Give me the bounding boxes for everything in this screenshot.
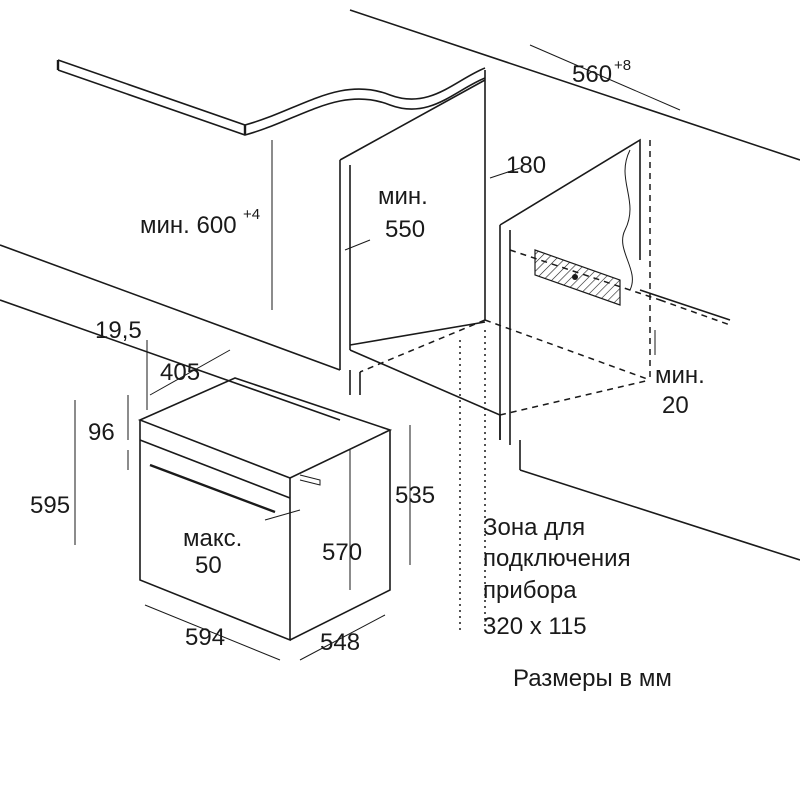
connection-zone [534, 249, 621, 306]
oven-width-label: 594 [185, 624, 225, 651]
zone-line-1: Зона для [483, 514, 585, 541]
oven-depth-label: 548 [320, 629, 360, 656]
oven [137, 377, 393, 642]
side-min-prefix: мин. [655, 362, 705, 389]
front-depth-label: 405 [160, 359, 200, 386]
max-gap-prefix: макс. [183, 525, 242, 552]
min-depth-prefix: мин. [378, 183, 428, 210]
niche-width-tolerance: +8 [614, 57, 631, 74]
zone-line-3: прибора [483, 577, 577, 604]
countertop [56, 59, 486, 136]
zone-line-4: 320 x 115 [483, 613, 587, 640]
labels: 560 +8 180 мин. 600 +4 мин. 550 19,5 405… [30, 57, 705, 692]
vent-label: 180 [506, 152, 546, 179]
inner-height-label: 570 [322, 539, 362, 566]
min-depth-label: 550 [385, 216, 425, 243]
oven-height-label: 595 [30, 492, 70, 519]
side-min-label: 20 [662, 392, 689, 419]
zone-line-2: подключения [483, 545, 631, 572]
panel-height-label: 96 [88, 419, 115, 446]
min-height-tolerance: +4 [243, 206, 260, 223]
front-panel-label: 19,5 [95, 317, 142, 344]
max-gap-label: 50 [195, 552, 222, 579]
units-note: Размеры в мм [513, 665, 672, 692]
dimension-lines [74, 44, 681, 661]
min-height-label: мин. 600 [140, 212, 237, 239]
body-height-label: 535 [395, 482, 435, 509]
niche-width-label: 560 [572, 61, 612, 88]
